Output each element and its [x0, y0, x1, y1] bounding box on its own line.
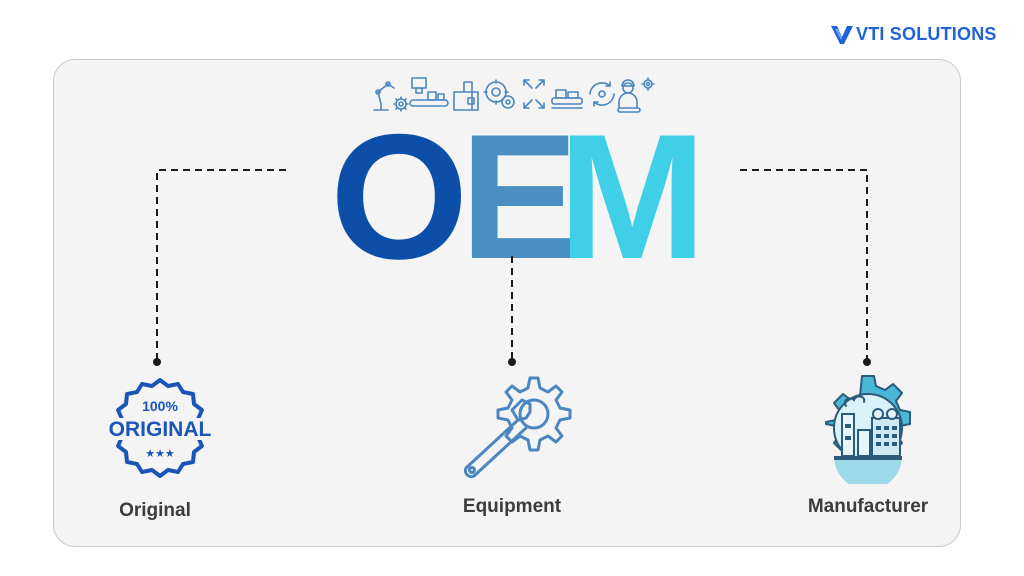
badge-original-text: ORIGINAL — [109, 418, 212, 441]
connector-dot-equipment — [508, 358, 516, 366]
factory-gear-icon — [825, 375, 911, 484]
acronym-letter-m: M — [558, 97, 707, 296]
connector-original — [156, 169, 286, 360]
connector-dot-original — [153, 358, 161, 366]
expand-arrows-icon — [523, 79, 545, 109]
acronym-letter-e: E — [460, 97, 579, 296]
badge-percent-text: 100% — [142, 398, 178, 414]
factory-machine-icon — [453, 81, 479, 111]
badge-stars-text: ★★★ — [145, 447, 175, 460]
original-badge-icon: 100% ORIGINAL ★★★ — [106, 378, 214, 478]
diagram-card — [53, 59, 961, 547]
vti-v-mark-icon — [831, 25, 853, 44]
gear-cluster-icon — [483, 79, 515, 109]
connector-manufacturer — [740, 169, 868, 360]
acronym-letter-o: O — [330, 97, 469, 296]
conveyor-icon — [409, 77, 449, 107]
worker-icon — [617, 79, 641, 113]
gear-icon — [641, 77, 655, 91]
robot-arm-icon — [373, 81, 395, 111]
label-original: Original — [119, 500, 191, 521]
brand-name: VTI SOLUTIONS — [856, 24, 997, 44]
assembly-line-icon — [551, 89, 583, 109]
label-manufacturer: Manufacturer — [807, 496, 929, 517]
brand-logo: VTI SOLUTIONS — [831, 24, 997, 45]
process-cycle-icon — [589, 81, 615, 107]
wrench-gear-icon — [463, 376, 572, 479]
industry-icon-strip — [373, 77, 655, 113]
gear-icon — [393, 96, 409, 112]
label-equipment: Equipment — [462, 496, 562, 517]
connector-dot-manufacturer — [863, 358, 871, 366]
